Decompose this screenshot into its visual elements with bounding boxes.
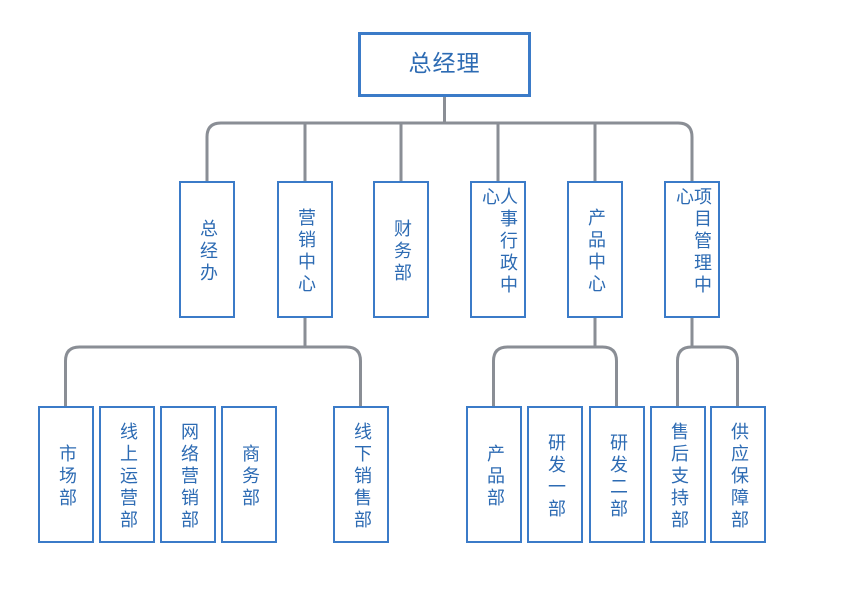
node-label: 产品部 xyxy=(484,443,505,510)
node-online-operations-dept: 线上运营部 xyxy=(99,406,155,543)
node-business-dept: 商务部 xyxy=(221,406,277,543)
node-label: 研发一部 xyxy=(545,432,566,521)
connector-product-bus xyxy=(492,345,618,408)
node-rnd-dept-1: 研发一部 xyxy=(527,406,583,543)
node-project-management-center: 项目管理中心 xyxy=(664,181,720,318)
node-market-dept: 市场部 xyxy=(38,406,94,543)
node-label: 商务部 xyxy=(239,443,260,510)
node-network-marketing-dept: 网络营销部 xyxy=(160,406,216,543)
node-label: 网络营销部 xyxy=(178,421,199,532)
node-general-office: 总经办 xyxy=(179,181,235,318)
node-product-dept: 产品部 xyxy=(466,406,522,543)
node-label: 市场部 xyxy=(56,443,77,510)
node-label: 营销中心 xyxy=(295,207,316,296)
node-label: 研发二部 xyxy=(607,432,628,521)
node-finance: 财务部 xyxy=(373,181,429,318)
node-after-sales-dept: 售后支持部 xyxy=(650,406,706,543)
node-product-center: 产品中心 xyxy=(567,181,623,318)
node-label: 项目管理中心 xyxy=(673,187,712,297)
node-label: 线下销售部 xyxy=(351,421,372,532)
node-label: 产品中心 xyxy=(585,207,606,296)
node-offline-sales-dept: 线下销售部 xyxy=(333,406,389,543)
connector-level2-bus xyxy=(205,121,694,183)
node-label: 财务部 xyxy=(391,218,412,285)
connector-project-bus xyxy=(676,345,739,408)
node-label: 总经办 xyxy=(197,218,218,285)
node-general-manager: 总经理 xyxy=(358,32,531,97)
node-supply-assurance-dept: 供应保障部 xyxy=(710,406,766,543)
node-general-manager-label: 总经理 xyxy=(408,51,481,77)
node-marketing-center: 营销中心 xyxy=(277,181,333,318)
node-label: 人事行政中心 xyxy=(479,187,518,297)
node-hr-admin-center: 人事行政中心 xyxy=(470,181,526,318)
node-rnd-dept-2: 研发二部 xyxy=(589,406,645,543)
node-label: 售后支持部 xyxy=(668,421,689,532)
node-label: 供应保障部 xyxy=(728,421,749,532)
node-label: 线上运营部 xyxy=(117,421,138,532)
connector-marketing-bus xyxy=(64,345,362,408)
